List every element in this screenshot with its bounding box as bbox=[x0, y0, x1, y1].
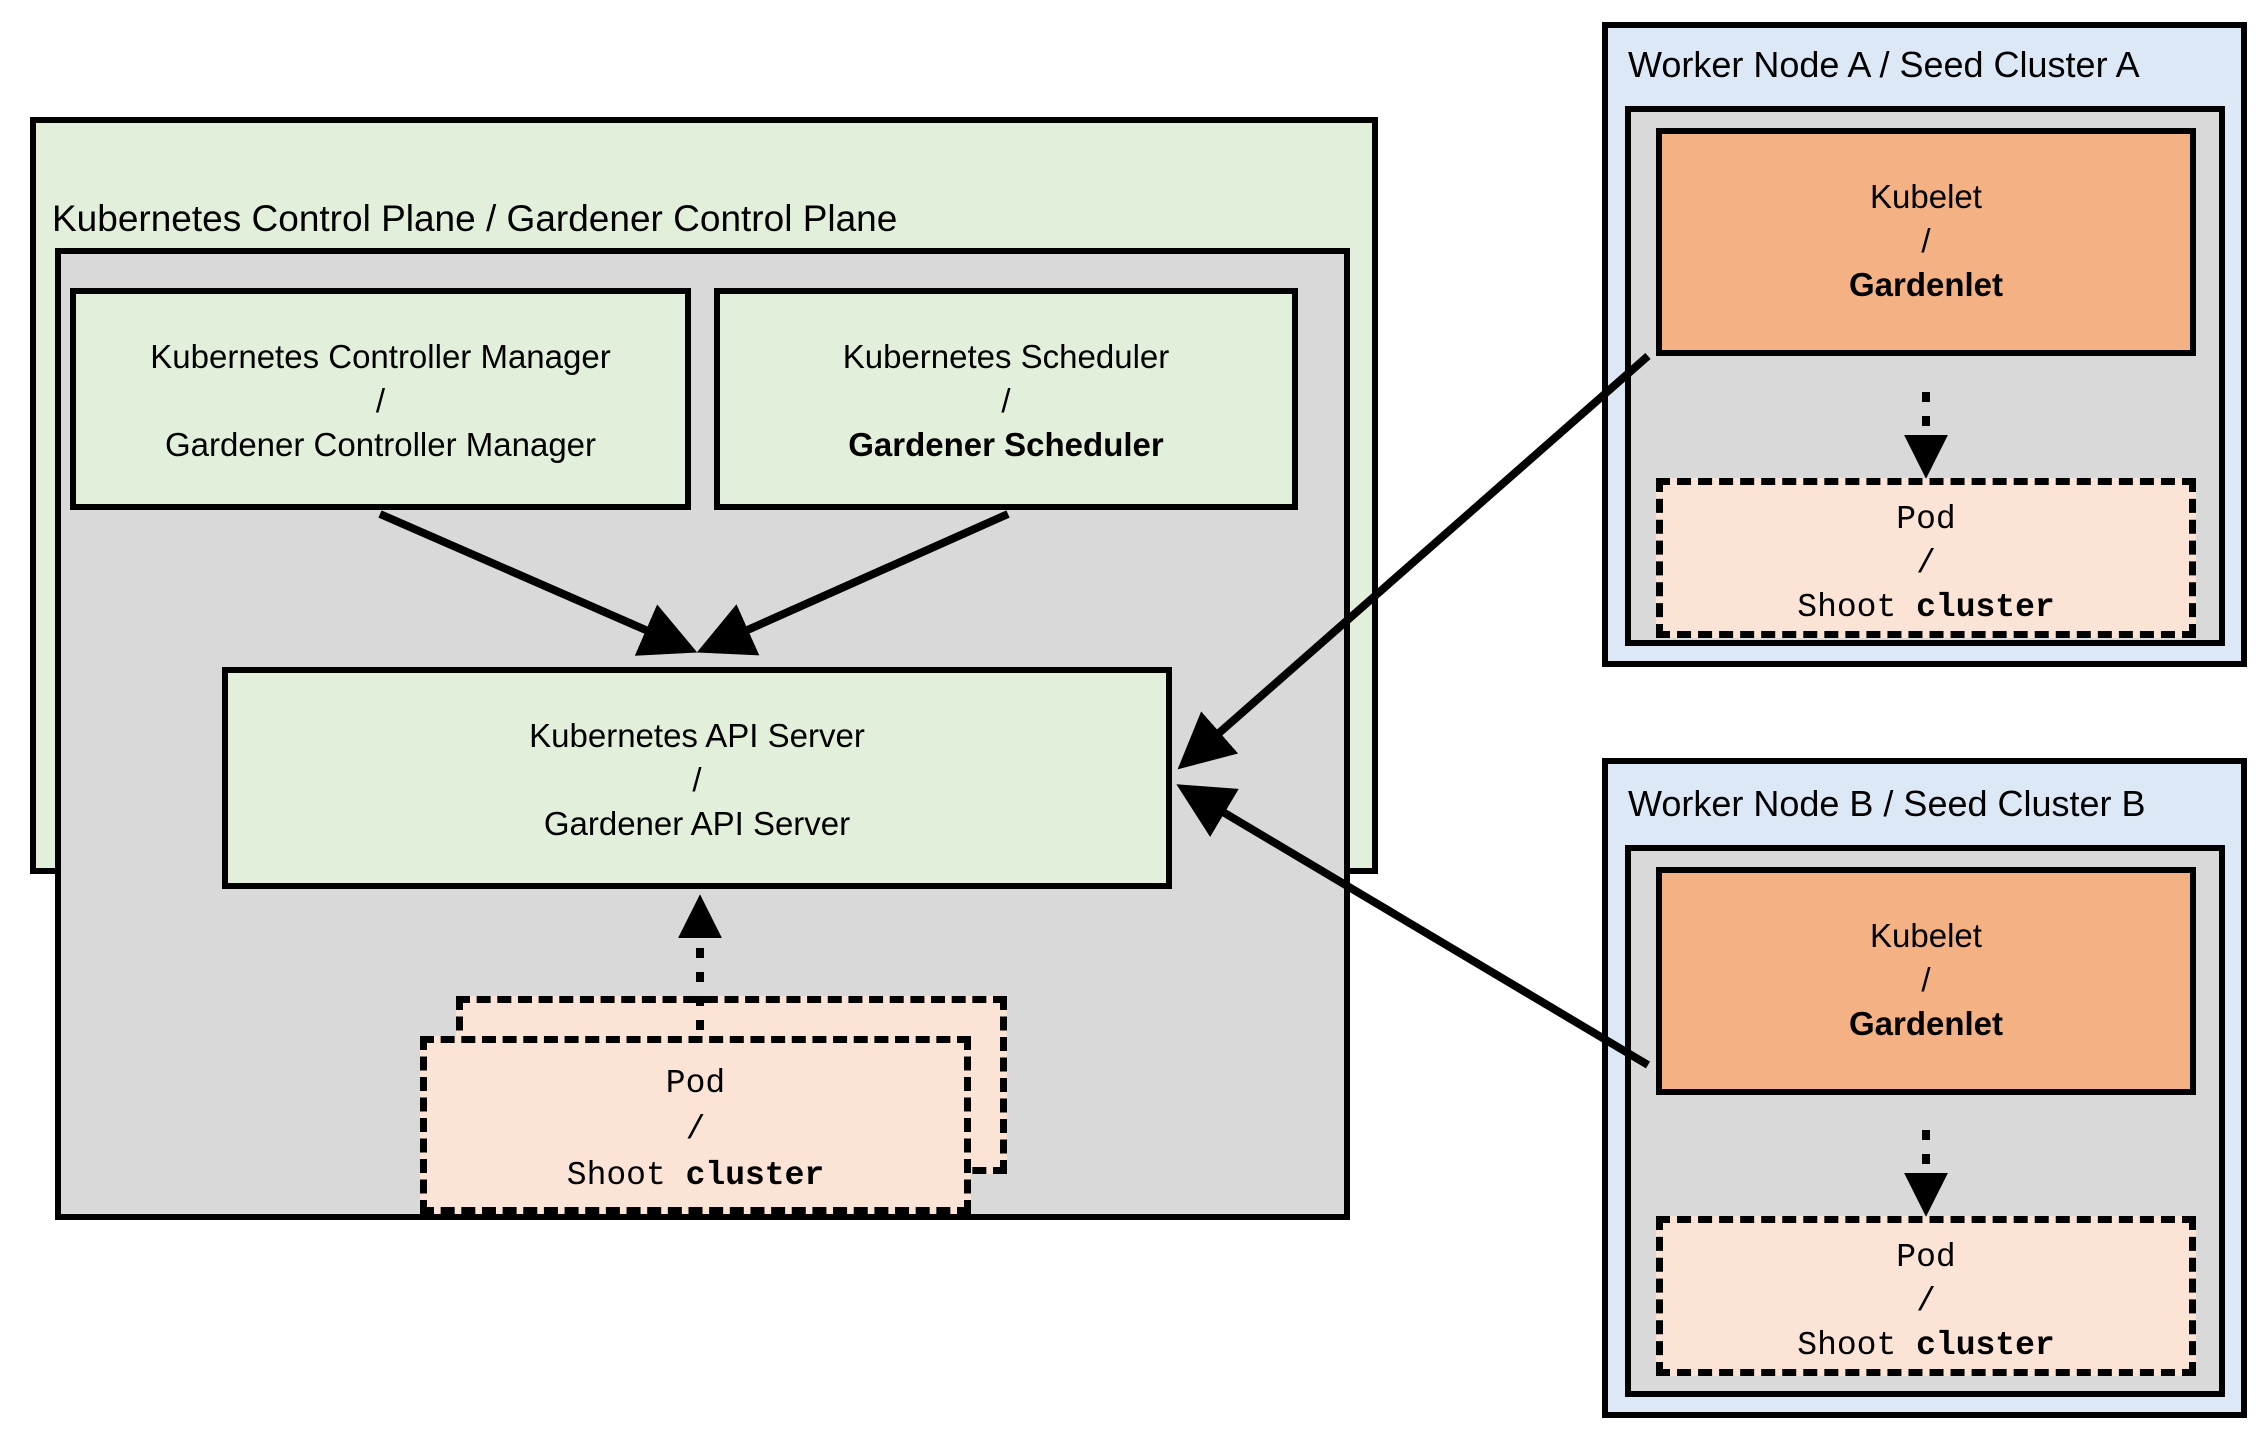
control-plane-pod-line1: Pod bbox=[665, 1065, 726, 1102]
worker-node-b-pod-line2-bold: cluster bbox=[1916, 1327, 2055, 1364]
worker-node-b-pod-line1: Pod bbox=[1896, 1239, 1956, 1276]
controller-manager-box[interactable]: Kubernetes Controller Manager / Gardener… bbox=[70, 288, 691, 510]
worker-node-b-title: Worker Node B / Seed Cluster B bbox=[1628, 783, 2146, 824]
control-plane-pod-line2-normal: Shoot bbox=[566, 1157, 686, 1194]
worker-node-a-kubelet-box[interactable]: Kubelet / Gardenlet bbox=[1656, 128, 2196, 356]
control-plane-pod-separator: / bbox=[685, 1111, 706, 1148]
controller-manager-line1: Kubernetes Controller Manager bbox=[150, 338, 611, 375]
scheduler-line2: Gardener Scheduler bbox=[848, 426, 1164, 463]
api-server-separator: / bbox=[692, 761, 702, 798]
scheduler-separator: / bbox=[1001, 382, 1011, 419]
scheduler-line1: Kubernetes Scheduler bbox=[842, 338, 1170, 375]
api-server-line2: Gardener API Server bbox=[543, 805, 851, 842]
api-server-box[interactable]: Kubernetes API Server / Gardener API Ser… bbox=[222, 667, 1172, 889]
worker-node-b-kubelet-box[interactable]: Kubelet / Gardenlet bbox=[1656, 867, 2196, 1095]
worker-node-b-pod-line2: Shoot cluster bbox=[1663, 1325, 2189, 1368]
worker-node-a-pod-line2-bold: cluster bbox=[1916, 589, 2055, 626]
control-plane-pod[interactable]: Pod / Shoot cluster bbox=[420, 1036, 971, 1214]
worker-node-a-pod-separator: / bbox=[1916, 545, 1936, 582]
worker-node-b-pod-separator: / bbox=[1916, 1283, 1936, 1320]
worker-node-b-kubelet-line1: Kubelet bbox=[1870, 917, 1982, 954]
control-plane-pod-line2: Shoot cluster bbox=[427, 1155, 964, 1198]
worker-node-a-kubelet-line1: Kubelet bbox=[1870, 178, 1982, 215]
api-server-line1: Kubernetes API Server bbox=[529, 717, 865, 754]
worker-node-a-pod-line1: Pod bbox=[1896, 501, 1956, 538]
worker-node-a-pod-line2: Shoot cluster bbox=[1663, 587, 2189, 630]
worker-node-a-pod[interactable]: Pod / Shoot cluster bbox=[1656, 478, 2196, 638]
controller-manager-line2: Gardener Controller Manager bbox=[164, 426, 597, 463]
worker-node-b-kubelet-line2: Gardenlet bbox=[1848, 1005, 2004, 1042]
control-plane-pod-line2-bold: cluster bbox=[685, 1157, 825, 1194]
worker-node-a-pod-line2-normal: Shoot bbox=[1797, 589, 1917, 626]
control-plane-title: Kubernetes Control Plane / Gardener Cont… bbox=[52, 198, 898, 239]
worker-node-a-kubelet-line2: Gardenlet bbox=[1848, 266, 2004, 303]
worker-node-a-title: Worker Node A / Seed Cluster A bbox=[1628, 44, 2140, 85]
worker-node-b-kubelet-separator: / bbox=[1921, 961, 1931, 998]
worker-node-b-pod[interactable]: Pod / Shoot cluster bbox=[1656, 1216, 2196, 1376]
worker-node-b-pod-line2-normal: Shoot bbox=[1797, 1327, 1917, 1364]
worker-node-a-kubelet-separator: / bbox=[1921, 222, 1931, 259]
scheduler-box[interactable]: Kubernetes Scheduler / Gardener Schedule… bbox=[714, 288, 1298, 510]
controller-manager-separator: / bbox=[375, 382, 386, 419]
